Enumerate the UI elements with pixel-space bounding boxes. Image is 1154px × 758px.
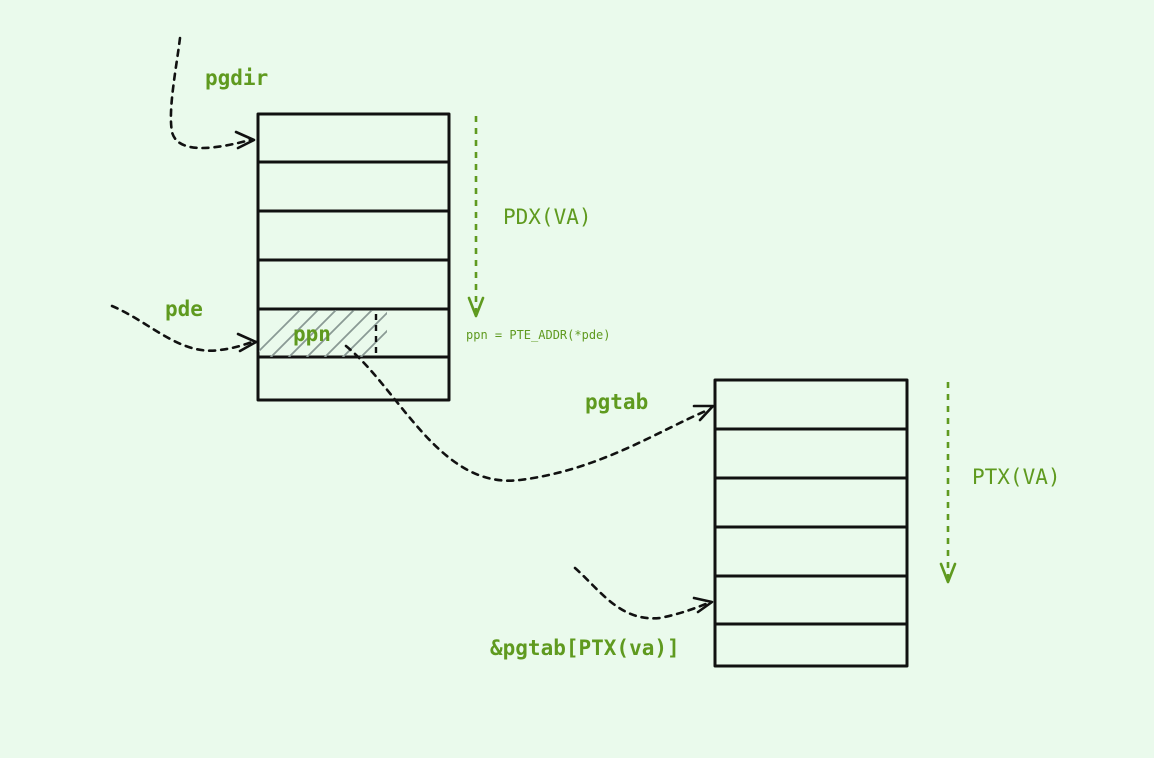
ppn-hatched-region [259,307,387,357]
ptx-index-arrow [939,382,957,584]
pgtab-entry-label: &pgtab[PTX(va)] [490,636,680,660]
pgdir-table [256,112,451,402]
pgtab-table-border [713,378,909,668]
pde-label: pde [165,297,203,321]
ppn-note-label: ppn = PTE_ADDR(*pde) [466,328,611,342]
pde-pointer-arrow [110,304,258,353]
pgtab-label: pgtab [585,390,648,414]
ppn-dashed-border [260,307,378,357]
ppn-to-pgtab-arrow [344,344,715,482]
ptx-label: PTX(VA) [972,465,1061,489]
pgdir-pointer-arrow [169,36,256,150]
pgdir-table-border [256,112,451,402]
pgtab-entry-pointer-arrow [573,566,714,620]
ppn-label: ppn [293,322,331,346]
pdx-index-arrow [467,116,485,318]
pgdir-label: pgdir [205,66,268,90]
pdx-label: PDX(VA) [503,205,592,229]
pgtab-table [713,378,909,668]
